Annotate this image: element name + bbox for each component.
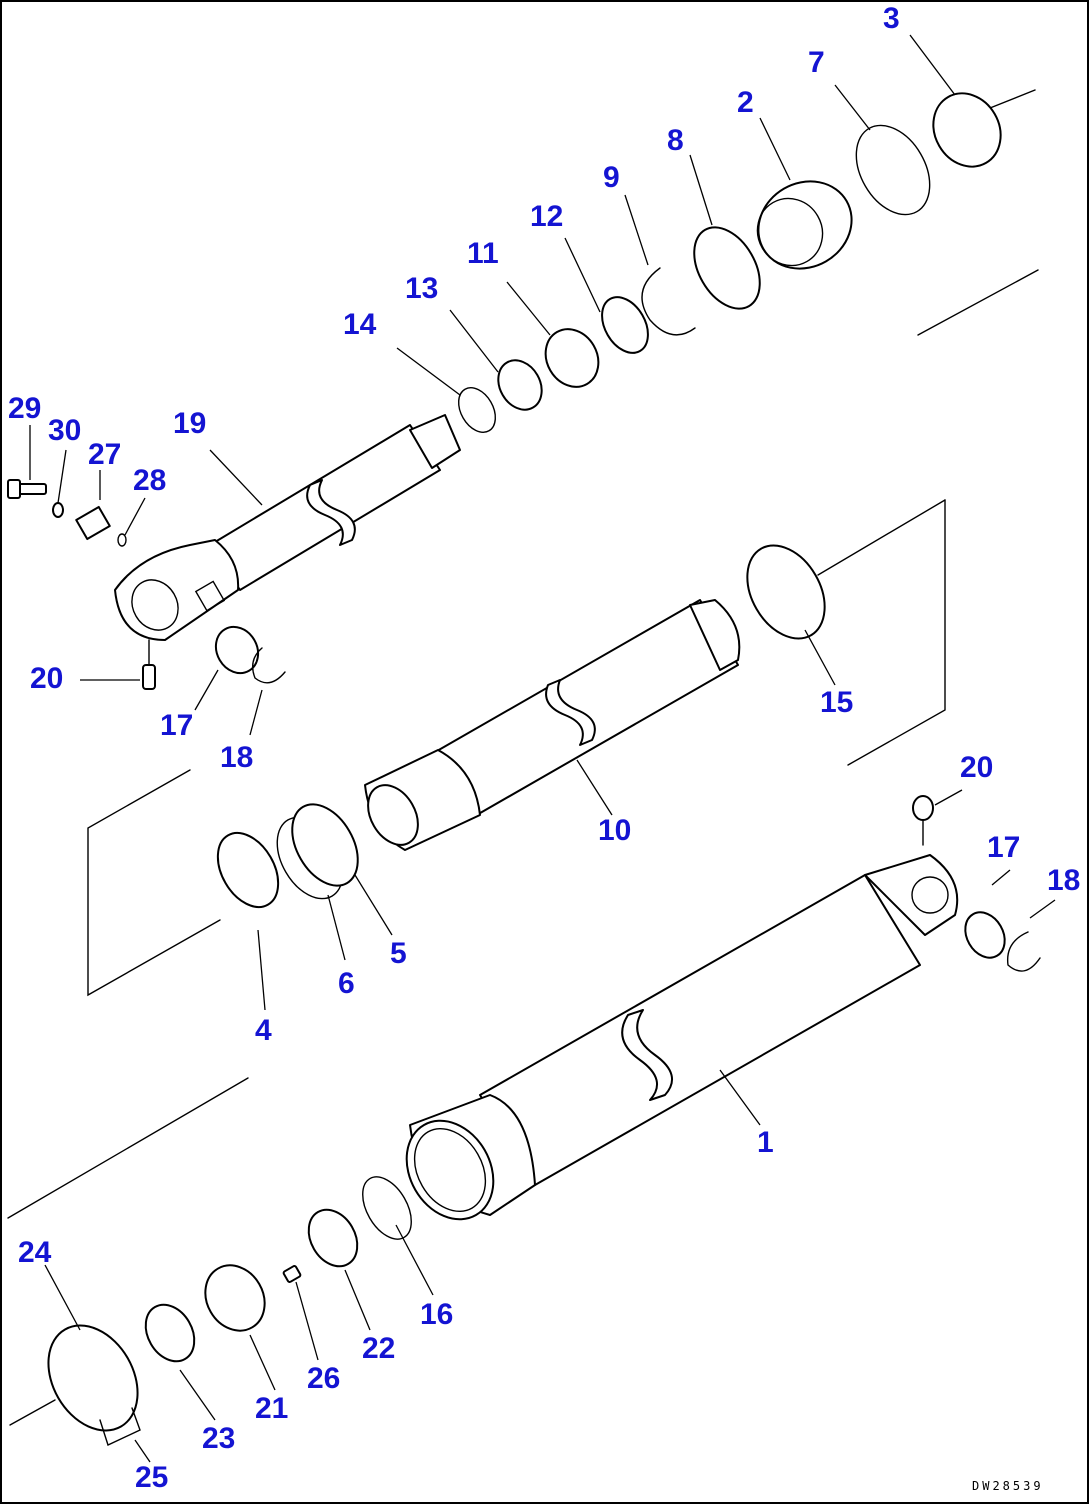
callout-14: 14 — [343, 308, 377, 341]
callout-25: 25 — [135, 1461, 168, 1494]
callout-19: 19 — [173, 407, 206, 440]
callout-17-rod: 17 — [160, 709, 193, 742]
callout-8: 8 — [667, 124, 684, 157]
axis-line-top — [984, 89, 1036, 111]
axis-line-mid — [817, 499, 946, 576]
ring-part-13 — [497, 359, 543, 411]
callout-9: 9 — [603, 161, 620, 194]
callout-labels: 1 2 3 4 5 6 7 8 9 10 11 12 13 14 15 16 1… — [8, 2, 1080, 1494]
bracket-right — [847, 499, 946, 766]
callout-27: 27 — [88, 438, 121, 471]
callout-17-tube: 17 — [987, 831, 1020, 864]
seal-part-25 — [99, 1407, 141, 1446]
piston-part-21 — [204, 1264, 266, 1332]
ring-part-23 — [144, 1303, 196, 1363]
seal-part-8 — [693, 226, 761, 310]
set-screw-part-26 — [282, 1265, 302, 1283]
leader-lines — [29, 34, 1056, 1463]
bearing-part-17-rod — [214, 625, 260, 675]
callout-10: 10 — [598, 814, 631, 847]
head-tube-part — [364, 599, 741, 851]
callout-18-rod: 18 — [220, 741, 253, 774]
callout-4: 4 — [255, 1014, 272, 1047]
cylinder-tube-part — [405, 854, 959, 1221]
callout-23: 23 — [202, 1422, 235, 1455]
callout-7: 7 — [808, 46, 825, 79]
callout-13: 13 — [405, 272, 438, 305]
callout-28: 28 — [133, 464, 166, 497]
callout-5: 5 — [390, 937, 407, 970]
o-ring-part-16 — [362, 1176, 412, 1240]
bolt-part-29 — [7, 479, 47, 499]
snap-ring-part-18-rod — [252, 647, 286, 684]
axis-line-bottom — [9, 1399, 56, 1426]
shim-part-28 — [117, 533, 127, 547]
callout-1: 1 — [757, 1126, 774, 1159]
callout-30: 30 — [48, 414, 81, 447]
o-ring-part-14 — [457, 387, 497, 433]
gland-part-2 — [756, 180, 853, 270]
callout-22: 22 — [362, 1332, 395, 1365]
washer-part-30 — [52, 502, 64, 518]
bushing-part-3 — [932, 92, 1002, 168]
ring-part-12 — [601, 296, 649, 354]
seal-part-24 — [47, 1324, 139, 1432]
callout-6: 6 — [338, 967, 355, 1000]
grease-fitting-part-20-tube — [912, 795, 934, 846]
axis-line-upper — [917, 269, 1039, 336]
callout-29: 29 — [8, 392, 41, 425]
callout-3: 3 — [883, 2, 900, 35]
bushing-part-15 — [746, 544, 826, 640]
ring-part-22 — [307, 1208, 359, 1268]
snap-ring-part-9 — [641, 267, 696, 336]
callout-26: 26 — [307, 1362, 340, 1395]
callout-2: 2 — [737, 86, 754, 119]
o-ring-part-7 — [855, 124, 931, 216]
axis-line-lower — [7, 1077, 249, 1219]
callout-24: 24 — [18, 1236, 52, 1269]
drawing-code: DW28539 — [972, 1479, 1044, 1493]
callout-20-tube: 20 — [960, 751, 993, 784]
plate-part-27 — [75, 505, 111, 541]
bearing-part-17-tube — [964, 911, 1006, 959]
callout-20-rod: 20 — [30, 662, 63, 695]
callout-18-tube: 18 — [1047, 864, 1080, 897]
grease-fitting-part-20-rod — [142, 639, 156, 690]
callout-15: 15 — [820, 686, 853, 719]
callout-21: 21 — [255, 1392, 288, 1425]
bushing-part-11 — [544, 328, 600, 388]
callout-11: 11 — [467, 237, 499, 270]
callout-12: 12 — [530, 200, 563, 233]
ring-part-5 — [291, 803, 359, 887]
piston-ring-part-4 — [216, 832, 280, 908]
piston-rod-part — [114, 414, 461, 641]
snap-ring-part-18-tube — [1006, 931, 1041, 972]
callout-16: 16 — [420, 1298, 453, 1331]
bracket-left — [87, 769, 221, 997]
